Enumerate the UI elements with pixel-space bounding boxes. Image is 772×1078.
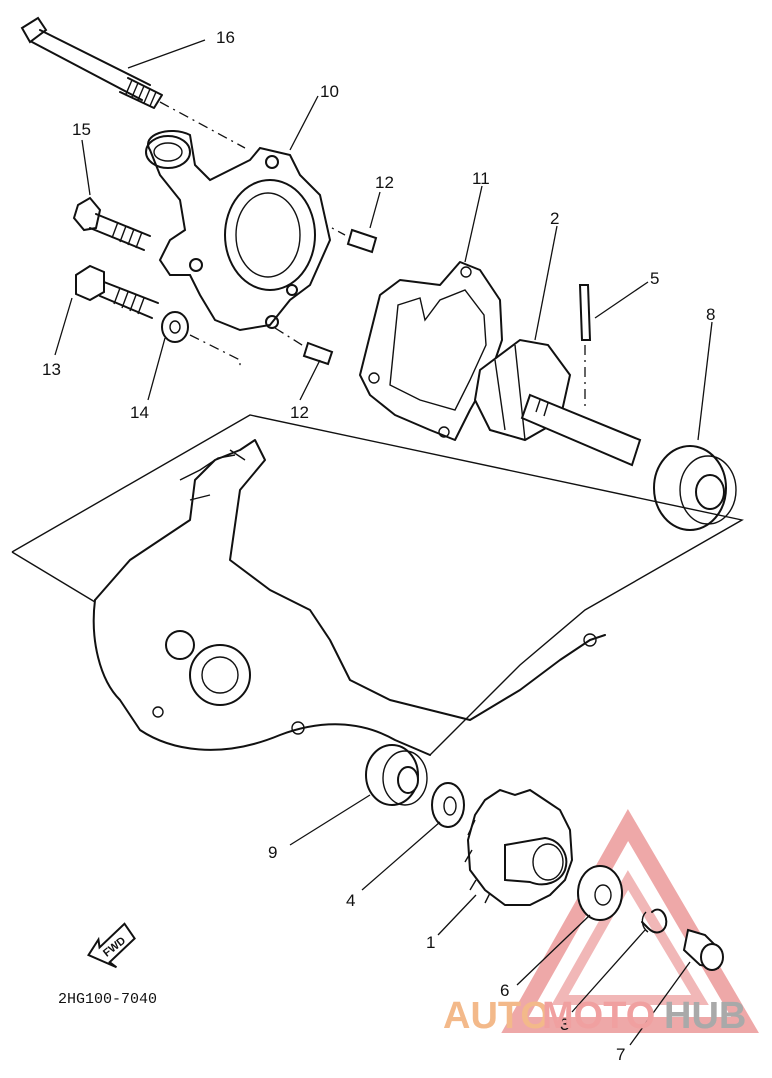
- part-label-2: 2: [550, 209, 559, 228]
- part-label-12-lower: 12: [290, 403, 309, 422]
- forward-arrow-icon: FWD: [87, 922, 136, 969]
- collar-7: [682, 928, 724, 971]
- watermark-logo: [501, 808, 759, 1033]
- part-label-5: 5: [650, 269, 659, 288]
- part-label-6: 6: [500, 981, 509, 1000]
- watermark-moto: MOTO: [542, 995, 655, 1037]
- part-label-8: 8: [706, 305, 715, 324]
- gasket-11: [359, 261, 503, 441]
- dowel-pin-12-upper: [346, 228, 378, 254]
- part-label-15: 15: [72, 120, 91, 139]
- alignment-line: [274, 327, 311, 351]
- part-label-16: 16: [216, 28, 235, 47]
- diagram-code: 2HG100-7040: [58, 991, 157, 1008]
- bolt-13: [75, 264, 159, 319]
- watermark-text: AUTO MOTO HUB: [443, 995, 746, 1037]
- alignment-line: [189, 334, 241, 370]
- part-label-7: 7: [616, 1045, 625, 1064]
- bolt-15: [72, 196, 151, 251]
- dowel-pin-12-lower: [302, 341, 334, 366]
- watermark-hub: HUB: [664, 995, 746, 1037]
- part-label-14: 14: [130, 403, 149, 422]
- alignment-line: [159, 101, 246, 149]
- impeller-gear-1: [464, 788, 574, 906]
- bearing-9: [365, 744, 428, 806]
- leader-lines: [54, 39, 713, 1046]
- watermark-auto: AUTO: [443, 995, 550, 1037]
- part-label-11: 11: [472, 169, 490, 188]
- washer-6: [577, 865, 623, 921]
- bearing-8: [653, 445, 737, 531]
- washer-14: [161, 311, 189, 343]
- pin-5: [578, 284, 592, 341]
- bolt-16: [20, 16, 163, 109]
- part-label-10: 10: [320, 82, 339, 101]
- part-label-4: 4: [346, 891, 355, 910]
- part-label-13: 13: [42, 360, 61, 379]
- impeller-shaft-2: [473, 338, 642, 467]
- water-pump-cover-10: [145, 130, 332, 332]
- part-label-1: 1: [426, 933, 435, 952]
- washer-4: [431, 782, 465, 828]
- circlip-3: [641, 908, 668, 934]
- part-label-9: 9: [268, 843, 277, 862]
- part-label-3: 3: [560, 1015, 569, 1034]
- part-labels: 16 10 15 12 11 2 5 8 13 14 12 9 4 1 6 3 …: [42, 28, 715, 1064]
- crankcase: [11, 414, 744, 756]
- part-label-12-upper: 12: [375, 173, 394, 192]
